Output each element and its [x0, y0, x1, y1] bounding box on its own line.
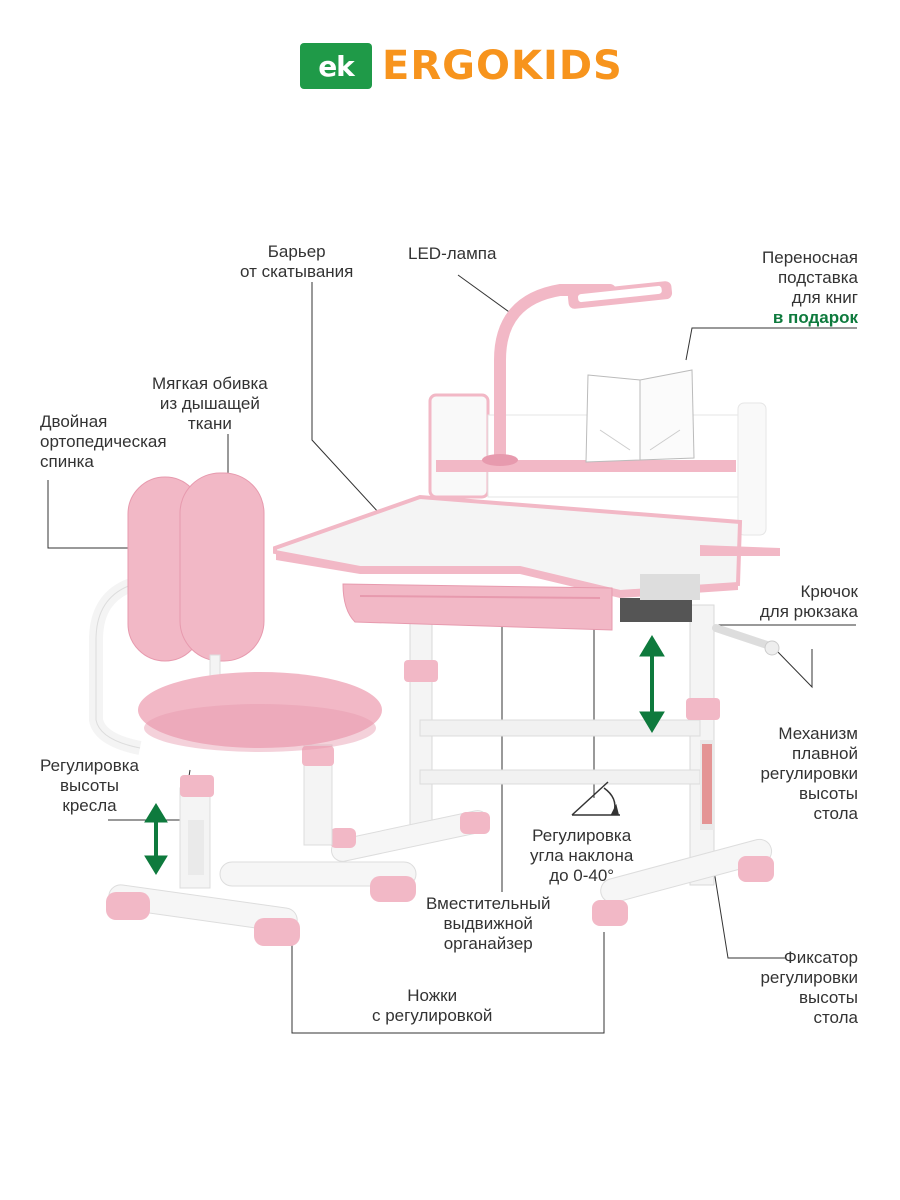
desk-frame — [330, 604, 774, 926]
label-line: Механизм — [778, 724, 858, 743]
label-line: из дышащей — [159, 394, 260, 413]
label-line: для книг — [791, 288, 858, 307]
label-legs: Ножки с регулировкой — [372, 986, 492, 1026]
label-line: стола — [813, 1008, 858, 1027]
label-line: спинка — [40, 452, 94, 471]
label-line: выдвижной — [443, 914, 533, 933]
label-line: с регулировкой — [372, 1006, 493, 1025]
tilt-angle-icon — [571, 781, 620, 816]
label-line: высоты — [798, 988, 858, 1007]
label-line: Фиксатор — [783, 948, 858, 967]
label-height-lock: Фиксатор регулировки высоты стола — [760, 948, 858, 1028]
label-barrier: Барьер от скатывания — [240, 242, 353, 282]
book-stand — [585, 369, 695, 463]
led-lamp — [482, 281, 673, 466]
label-hook: Крючок для рюкзака — [760, 582, 858, 622]
label-line: регулировки — [760, 968, 858, 987]
label-line: Мягкая обивка — [152, 374, 268, 393]
desk-top — [273, 494, 780, 631]
height-adjust-arrow-icon — [144, 635, 665, 875]
label-line: подставка — [777, 268, 858, 287]
label-organizer: Вместительный выдвижной органайзер — [426, 894, 550, 954]
logo-badge: ek — [300, 43, 372, 89]
label-line: Двойная — [40, 412, 108, 431]
label-line: Барьер — [267, 242, 326, 261]
label-lamp: LED-лампа — [408, 244, 496, 264]
label-line: до 0-40° — [549, 866, 615, 885]
label-line: для рюкзака — [759, 602, 858, 621]
brand-logo: ek ERGOKIDS — [300, 42, 623, 90]
label-line: высоты — [59, 776, 120, 795]
height-crank — [712, 624, 780, 656]
label-line: плавной — [792, 744, 858, 763]
label-line: угла наклона — [530, 846, 634, 865]
label-soft-upholstery: Мягкая обивка из дышащей ткани — [152, 374, 268, 434]
label-line: кресла — [62, 796, 117, 815]
label-double-back: Двойная ортопедическая спинка — [40, 412, 167, 472]
label-line: Регулировка — [40, 756, 139, 775]
label-line: ткани — [187, 414, 232, 433]
logo-text: ERGOKIDS — [382, 43, 623, 89]
label-line: Крючок — [800, 582, 858, 601]
label-line: Регулировка — [532, 826, 632, 845]
label-line: ортопедическая — [40, 432, 167, 451]
label-smooth-mechanism: Механизм плавной регулировки высоты стол… — [760, 724, 858, 824]
label-line: LED-лампа — [408, 244, 497, 263]
label-line: регулировки — [760, 764, 858, 783]
label-book-stand: Переносная подставка для книг в подарок — [762, 248, 858, 328]
label-tilt: Регулировка угла наклона до 0-40° — [530, 826, 633, 886]
label-line: Переносная — [762, 248, 858, 267]
label-line: органайзер — [443, 934, 533, 953]
label-chair-height: Регулировка высоты кресла — [40, 756, 139, 816]
label-gift: в подарок — [772, 308, 858, 327]
chair — [89, 472, 417, 946]
label-line: Ножки — [407, 986, 458, 1005]
label-line: от скатывания — [240, 262, 354, 281]
label-line: Вместительный — [426, 894, 551, 913]
label-line: стола — [813, 804, 858, 823]
label-line: высоты — [798, 784, 858, 803]
